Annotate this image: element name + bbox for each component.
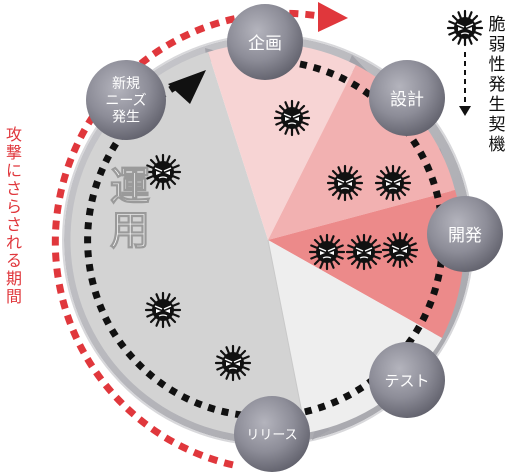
attack-period-label: 攻撃にさらされる期間 bbox=[6, 125, 22, 306]
operation-sector bbox=[70, 52, 306, 437]
virus-icon bbox=[381, 231, 419, 269]
phase-node-label: 設計 bbox=[390, 90, 424, 110]
development-sector bbox=[268, 190, 464, 338]
legend: 脆弱性発生契機 bbox=[446, 9, 506, 155]
phase-node-test: テスト bbox=[369, 342, 445, 418]
attack-arc-arrowhead bbox=[318, 2, 348, 32]
phase-node-label: テスト bbox=[384, 372, 429, 390]
phase-node-label: 開発 bbox=[448, 226, 482, 246]
phase-node-new-needs: 新規ニーズ発生 bbox=[86, 60, 166, 140]
legend-label: 脆弱性発生契機 bbox=[489, 15, 506, 155]
phase-node-label: リリース bbox=[246, 428, 297, 443]
planning-sector bbox=[208, 43, 356, 241]
cycle-arrowhead bbox=[168, 70, 206, 104]
operation-label: 運用 bbox=[110, 164, 150, 254]
virus-icon bbox=[345, 233, 383, 271]
operation-sector-edge bbox=[267, 239, 307, 434]
virus-icon bbox=[308, 233, 346, 271]
attack-period-arc bbox=[51, 9, 331, 470]
virus-icon bbox=[326, 164, 364, 202]
phase-node-label: 新規ニーズ発生 bbox=[105, 76, 146, 126]
virus-icon bbox=[374, 164, 412, 202]
virus-icon bbox=[446, 9, 484, 47]
virus-icon bbox=[144, 291, 182, 329]
phase-node-release: リリース bbox=[234, 396, 310, 472]
phase-node-label: 企画 bbox=[248, 34, 282, 54]
phase-node-planning: 企画 bbox=[227, 4, 303, 80]
virus-icon bbox=[144, 153, 182, 191]
virus-icon bbox=[273, 99, 311, 137]
virus-icon bbox=[214, 344, 252, 382]
phase-node-development: 開発 bbox=[427, 196, 503, 272]
phase-node-design: 設計 bbox=[369, 60, 445, 136]
